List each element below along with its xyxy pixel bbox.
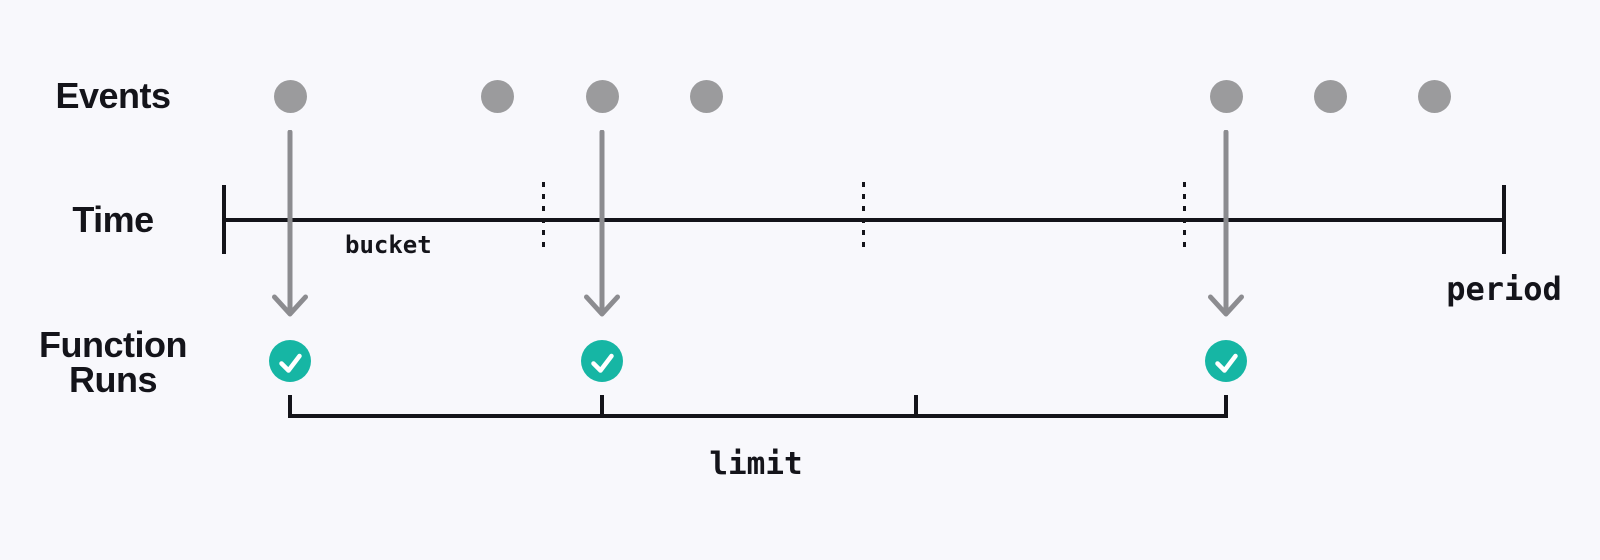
- limit-bracket-tick: [288, 395, 292, 416]
- function-run-badge: [1205, 340, 1247, 382]
- bucket-label: bucket: [345, 231, 432, 259]
- event-dot: [1313, 79, 1347, 113]
- timeline-start-tick: [222, 185, 226, 254]
- timeline-end-tick: [1502, 185, 1506, 254]
- limit-label: limit: [709, 446, 803, 482]
- limit-bracket-tick: [600, 395, 604, 416]
- limit-bracket-tick: [914, 395, 918, 416]
- event-dot: [1417, 79, 1451, 113]
- event-arrow-icon: [1208, 130, 1244, 317]
- bucket-divider-dashed-line: [861, 182, 865, 253]
- event-dot: [273, 79, 307, 113]
- event-dot: [1209, 79, 1243, 113]
- check-icon: [279, 353, 302, 373]
- function-run-badge: [269, 340, 311, 382]
- function-runs-label-line2: Runs: [69, 359, 158, 400]
- event-dot: [585, 79, 619, 113]
- function-runs-label-line1: Function: [39, 324, 187, 365]
- event-dot: [480, 79, 514, 113]
- bucket-divider-dashed-line: [541, 182, 545, 253]
- check-icon: [591, 353, 614, 373]
- period-label: period: [1446, 270, 1562, 308]
- events-row-label: Events: [55, 75, 171, 116]
- check-icon: [1215, 353, 1238, 373]
- bucket-divider-dashed-line: [1182, 182, 1186, 253]
- event-dot: [689, 79, 723, 113]
- limit-bracket-line: [288, 414, 1228, 418]
- event-arrow-icon: [584, 130, 620, 317]
- time-row-label: Time: [72, 199, 154, 240]
- function-run-badge: [581, 340, 623, 382]
- event-arrow-icon: [272, 130, 308, 317]
- limit-bracket-tick: [1224, 395, 1228, 416]
- function-runs-row-label: Function Runs: [23, 324, 203, 400]
